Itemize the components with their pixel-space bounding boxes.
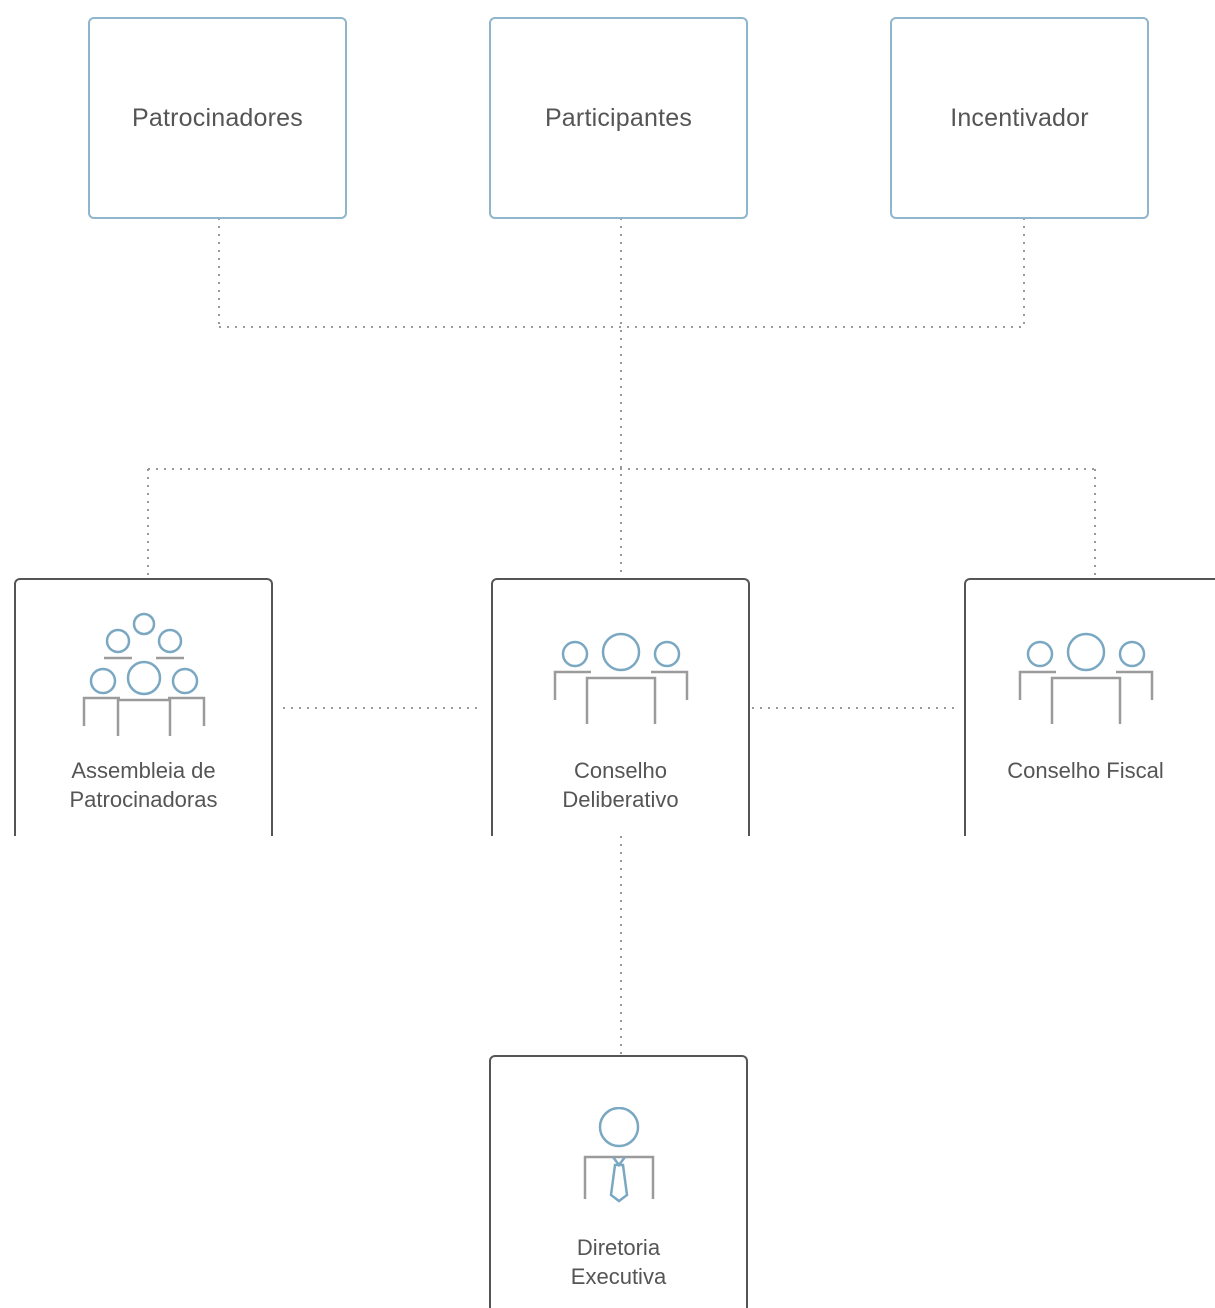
fiscal-council-icon [958, 630, 1213, 730]
deliberativo-box: Conselho Deliberativo [491, 578, 750, 836]
fiscal-label: Conselho Fiscal [966, 756, 1205, 785]
assembleia-label-line2: Patrocinadoras [69, 787, 218, 812]
deliberativo-label: Conselho Deliberativo [501, 756, 740, 814]
assembleia-label: Assembleia de Patrocinadoras [24, 756, 263, 814]
fiscal-label-line1: Conselho Fiscal [1007, 758, 1164, 783]
incentivador-box: Incentivador [890, 17, 1149, 219]
patrocinadores-label: Patrocinadores [132, 103, 303, 132]
assembly-group-icon [16, 608, 271, 738]
diretoria-label-line1: Diretoria [576, 1235, 661, 1260]
executive-person-icon [491, 1107, 746, 1207]
deliberativo-label-line2: Deliberativo [562, 787, 679, 812]
participantes-box: Participantes [489, 17, 748, 219]
fiscal-box: Conselho Fiscal [964, 578, 1215, 836]
deliberativo-label-line1: Conselho [574, 758, 667, 783]
participantes-label: Participantes [544, 103, 693, 132]
diretoria-box: Diretoria Executiva [489, 1055, 748, 1308]
patrocinadores-box: Patrocinadores [88, 17, 347, 219]
incentivador-label: Incentivador [950, 103, 1089, 132]
assembleia-label-line1: Assembleia de [71, 758, 216, 783]
assembleia-box: Assembleia de Patrocinadoras [14, 578, 273, 836]
council-group-icon [493, 630, 748, 730]
diretoria-label-line2: Executiva [570, 1264, 667, 1289]
diretoria-label: Diretoria Executiva [499, 1233, 738, 1291]
